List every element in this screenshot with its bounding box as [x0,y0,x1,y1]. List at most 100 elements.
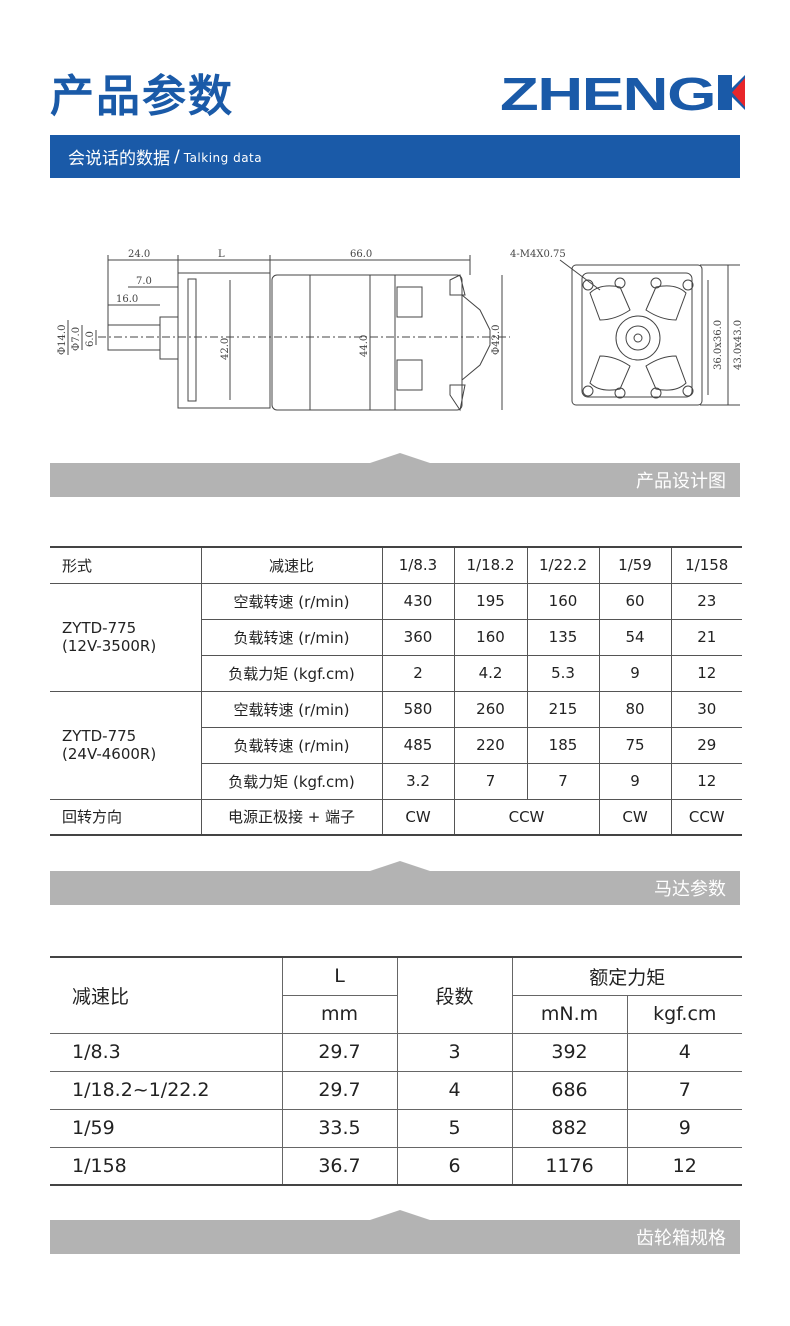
row-label: 负载转速 (r/min) [200,726,383,764]
table-cell: 7 [626,1070,742,1110]
header-cell: 减速比 [50,956,283,1034]
table-cell: 80 [598,690,672,728]
model-name: ZYTD-775 [62,619,137,637]
dim-d7: Φ7.0 [71,327,82,351]
table-cell: 215 [526,690,600,728]
table-cell: 23 [670,582,742,620]
dim-16: 16.0 [116,294,138,305]
section-label: 马达参数 [654,879,726,900]
dim-screw: 4-M4X0.75 [510,249,566,260]
table-cell: 686 [511,1070,628,1110]
header-cell: mN.m [511,994,628,1034]
table-cell: 75 [598,726,672,764]
header-cell: 1/18.2 [453,546,528,584]
gearbox-spec-table: 减速比 L 段数 额定力矩 mm mN.m kgf.cm 1/8.3 29.7 … [50,956,742,1186]
table-cell: 30 [670,690,742,728]
table-cell: 3.2 [381,762,455,800]
table-cell: 29.7 [281,1070,398,1110]
table-cell: 1/59 [50,1108,283,1148]
section-label: 齿轮箱规格 [636,1228,726,1249]
table-cell: 21 [670,618,742,656]
table-cell: 392 [511,1032,628,1072]
model-spec: (24V-4600R) [62,745,157,763]
zhengk-logo: ZHENG [500,70,745,115]
table-cell: 3 [396,1032,513,1072]
header-cell: 段数 [396,956,513,1034]
dim-24: 24.0 [128,249,150,260]
dim-6: 6.0 [85,331,96,347]
dim-42-gearbox: 42.0 [220,338,231,360]
table-header-row: mm mN.m kgf.cm [50,994,742,1034]
rotation-condition: 电源正极接 + 端子 [200,798,383,836]
table-row: 负载转速 (r/min) 360 160 135 54 21 [50,618,742,656]
model-spec: (12V-3500R) [62,637,157,655]
section-notch [370,453,430,463]
model-cell: ZYTD-775 (24V-4600R) [50,690,202,800]
table-cell: 485 [381,726,455,764]
table-row: 1/158 36.7 6 1176 12 [50,1146,742,1186]
header-cell: kgf.cm [626,994,742,1034]
section-notch [370,1210,430,1220]
section-notch [370,861,430,871]
table-cell: 882 [511,1108,628,1148]
dim-36x36: 36.0x36.0 [713,320,724,370]
table-cell: 33.5 [281,1108,398,1148]
table-row: 1/8.3 29.7 3 392 4 [50,1032,742,1072]
table-cell: 29.7 [281,1032,398,1072]
table-row: 1/59 33.5 5 882 9 [50,1108,742,1148]
table-row: 负载力矩 (kgf.cm) 3.2 7 7 9 12 [50,762,742,800]
table-cell: 2 [381,654,455,692]
table-cell: 54 [598,618,672,656]
dim-L: L [218,249,225,260]
table-cell: 360 [381,618,455,656]
model-name: ZYTD-775 [62,727,137,745]
table-cell: 7 [526,762,600,800]
dim-43x43: 43.0x43.0 [733,320,744,370]
table-cell: 1/158 [50,1146,283,1186]
table-cell: 9 [626,1108,742,1148]
table-row: ZYTD-775 (12V-3500R) 空载转速 (r/min) 430 19… [50,582,742,692]
table-cell: 160 [453,618,528,656]
header-cell: 1/22.2 [526,546,600,584]
header-cell: 减速比 [200,546,383,584]
rotation-label: 回转方向 [50,798,202,836]
table-cell: 580 [381,690,455,728]
table-row: 1/18.2~1/22.2 29.7 4 686 7 [50,1070,742,1110]
table-row: 负载力矩 (kgf.cm) 2 4.2 5.3 9 12 [50,654,742,692]
section-label: 产品设计图 [636,471,726,492]
table-cell: 135 [526,618,600,656]
banner-separator: / [174,146,180,167]
table-cell: 195 [453,582,528,620]
table-cell: 6 [396,1146,513,1186]
motor-parameter-table: 形式 减速比 1/8.3 1/18.2 1/22.2 1/59 1/158 ZY… [50,546,742,836]
row-label: 负载力矩 (kgf.cm) [200,762,383,800]
table-cell: 4.2 [453,654,528,692]
page-title: 产品参数 [50,71,234,122]
table-cell: 9 [598,654,672,692]
section-product-design: 产品设计图 [50,453,740,497]
svg-text:ZHENG: ZHENG [500,70,715,115]
header-cell: L [281,956,398,996]
table-cell: 4 [396,1070,513,1110]
header-cell: 1/59 [598,546,672,584]
banner-en-label: Talking data [183,151,263,165]
model-cell: ZYTD-775 (12V-3500R) [50,582,202,692]
table-cell: 12 [670,654,742,692]
row-label: 空载转速 (r/min) [200,690,383,728]
table-cell: CW [598,798,672,836]
table-cell: 260 [453,690,528,728]
table-cell: 160 [526,582,600,620]
talking-data-banner: 会说话的数据 / Talking data [50,135,740,178]
table-header-row: 减速比 L 段数 额定力矩 [50,956,742,1034]
table-row: ZYTD-775 (24V-4600R) 空载转速 (r/min) 580 26… [50,690,742,800]
table-cell: 1176 [511,1146,628,1186]
table-cell: 29 [670,726,742,764]
table-cell: 36.7 [281,1146,398,1186]
table-cell: CCW [453,798,600,836]
header-cell: 形式 [50,546,202,584]
table-cell: 12 [670,762,742,800]
table-header-row: 形式 减速比 1/8.3 1/18.2 1/22.2 1/59 1/158 [50,546,742,584]
rotation-row: 回转方向 电源正极接 + 端子 CW CCW CW CCW [50,798,742,836]
header-cell: 1/8.3 [381,546,455,584]
table-cell: 5.3 [526,654,600,692]
